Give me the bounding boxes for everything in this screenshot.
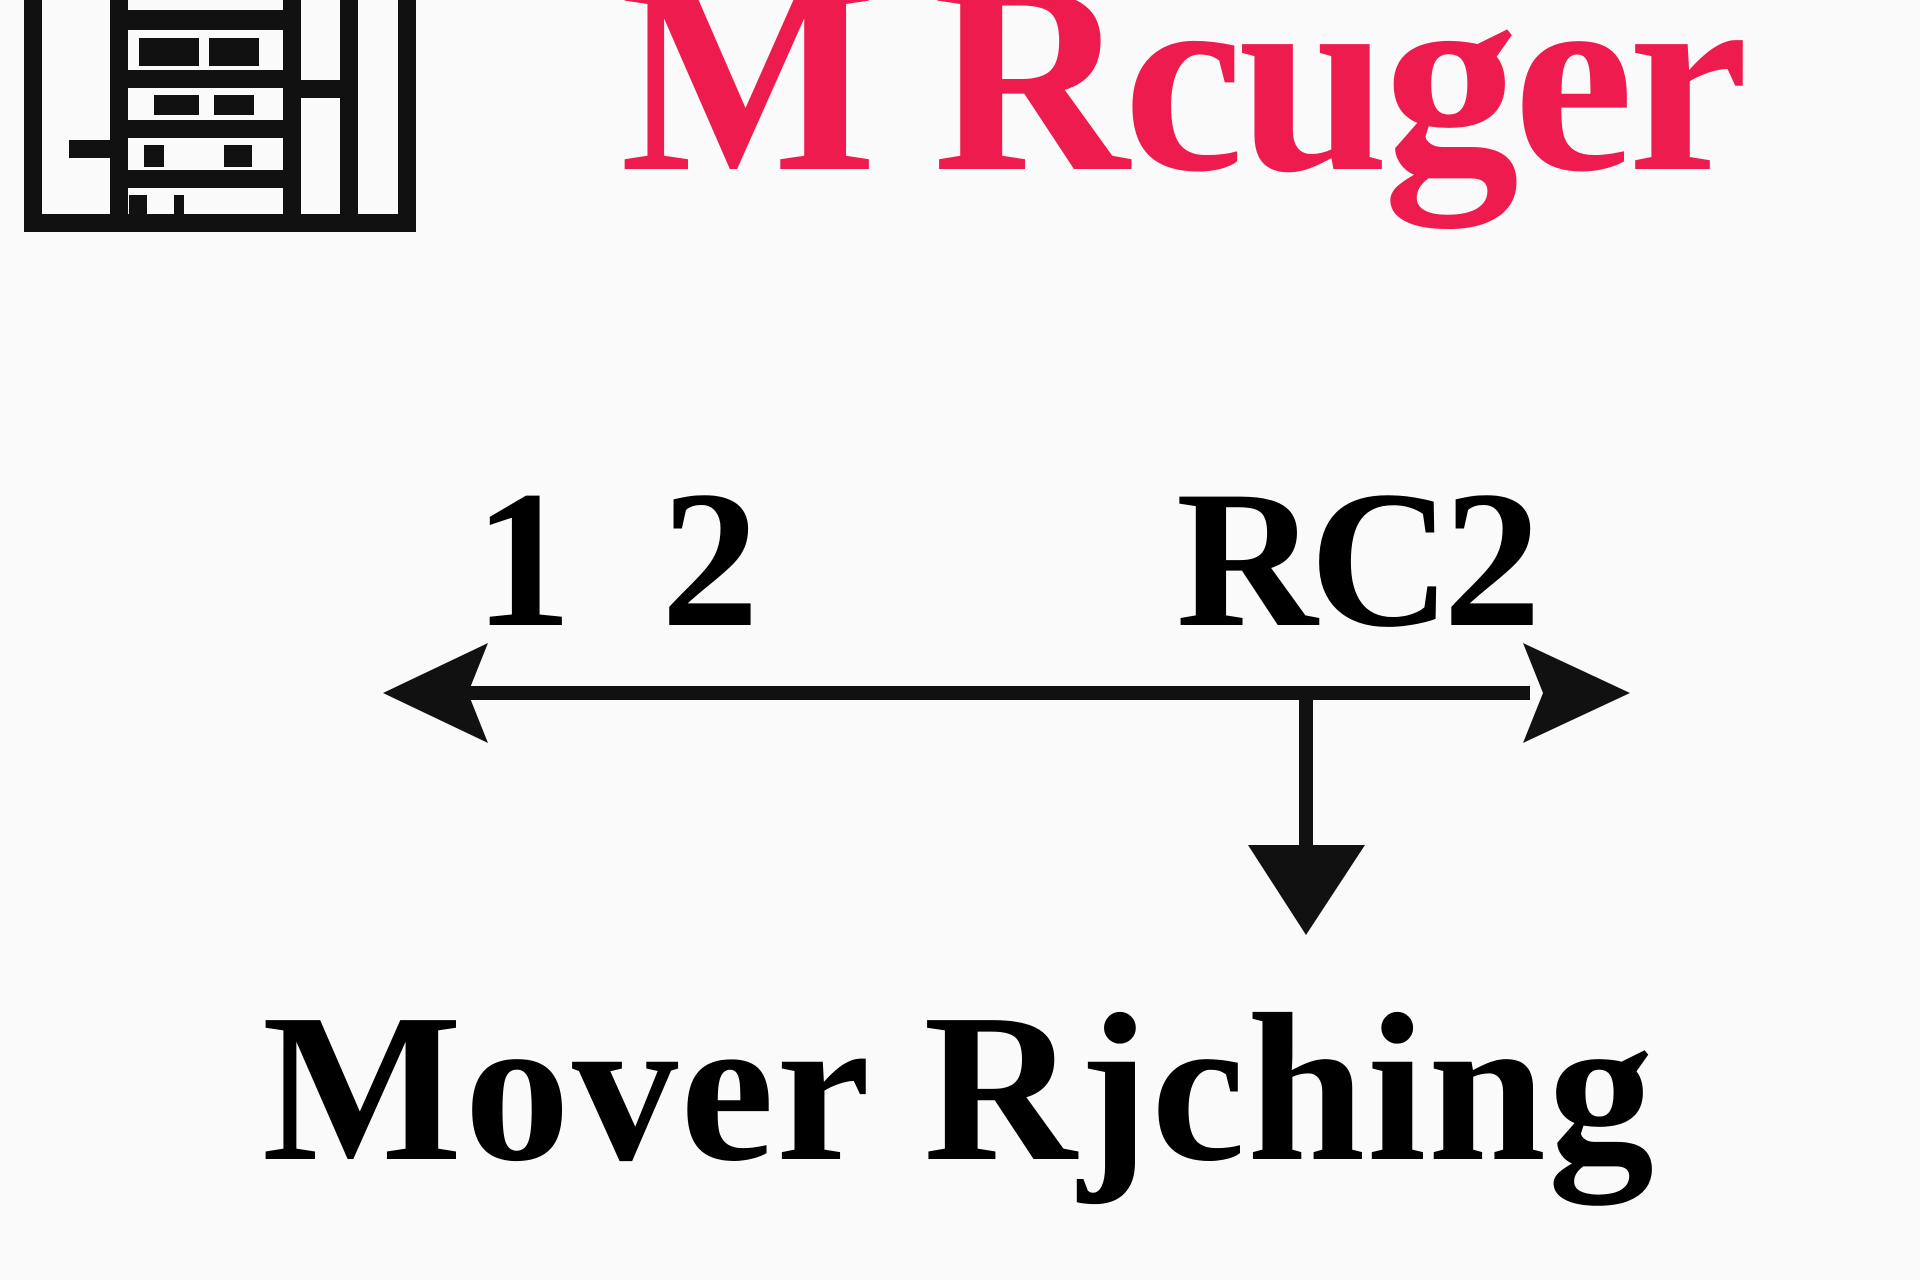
caption: Mover Rjching <box>262 970 1656 1205</box>
left-arrowhead <box>383 643 488 743</box>
page-title: M Rcuger <box>620 0 1749 228</box>
down-arrowhead <box>1248 845 1365 935</box>
left-label: 1 2 <box>474 451 779 668</box>
building-grid-icon <box>24 0 416 232</box>
right-label: RC2 <box>1176 451 1541 668</box>
right-arrowhead <box>1523 643 1630 743</box>
